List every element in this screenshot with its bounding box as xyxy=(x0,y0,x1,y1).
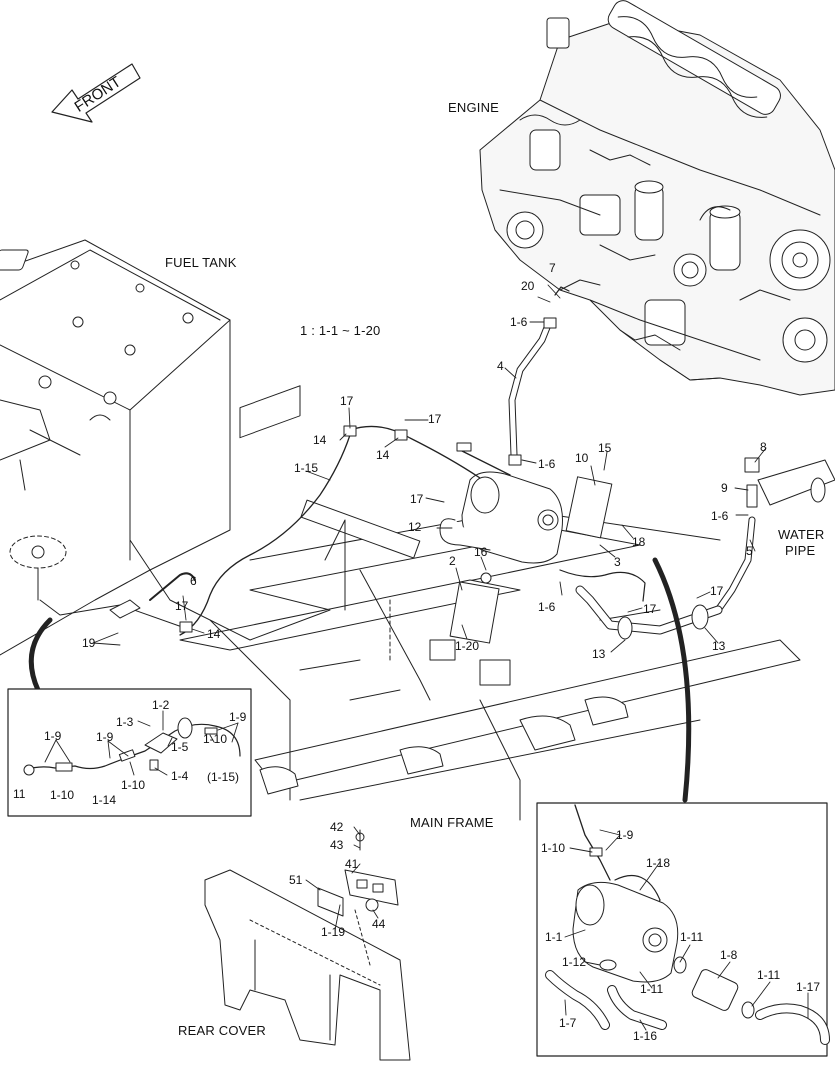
callout-3: 3 xyxy=(614,555,621,569)
callout-13: 13 xyxy=(712,639,726,653)
callout-17: 17 xyxy=(643,602,657,616)
pointer-left xyxy=(28,617,53,693)
callout-1-1: 1-1 xyxy=(545,930,563,944)
callout-1-11: 1-11 xyxy=(640,982,664,996)
callout-17: 17 xyxy=(710,584,724,598)
callout-1-10: 1-10 xyxy=(541,841,566,855)
callout-1-14: 1-14 xyxy=(92,793,117,807)
scale-note: 1 : 1-1 ~ 1-20 xyxy=(300,323,381,338)
leader-lines xyxy=(44,284,809,1031)
callout-2: 2 xyxy=(449,554,456,568)
callout-8: 8 xyxy=(760,440,767,454)
callout-1-10: 1-10 xyxy=(203,732,228,746)
callout-1-4: 1-4 xyxy=(171,769,189,783)
callout-1-20: 1-20 xyxy=(455,639,480,653)
callout-1-6: 1-6 xyxy=(711,509,729,523)
callout-17: 17 xyxy=(428,412,442,426)
water-pipe-label-1: WATER xyxy=(778,527,825,542)
callout-9: 9 xyxy=(721,481,728,495)
callout-1-11: 1-11 xyxy=(757,968,781,982)
callout-12: 12 xyxy=(408,520,422,534)
callout-1-5: 1-5 xyxy=(171,740,189,754)
callout-1-3: 1-3 xyxy=(116,715,134,729)
main-frame-label: MAIN FRAME xyxy=(410,815,494,830)
callout-19: 19 xyxy=(82,636,96,650)
wire-harness xyxy=(39,425,481,636)
callout-1-18: 1-18 xyxy=(646,856,671,870)
callout-15: 15 xyxy=(598,441,612,455)
callout-17: 17 xyxy=(340,394,354,408)
hose-4 xyxy=(508,286,570,466)
callout-44: 44 xyxy=(372,917,386,931)
callout-16: 16 xyxy=(474,545,488,559)
callout-1-6: 1-6 xyxy=(510,315,528,329)
callout-14: 14 xyxy=(207,627,221,641)
callout-14: 14 xyxy=(376,448,390,462)
callout-17: 17 xyxy=(175,599,189,613)
callout-1-9: 1-9 xyxy=(616,828,634,842)
callout-1-6: 1-6 xyxy=(538,457,556,471)
callout-1-8: 1-8 xyxy=(720,948,738,962)
callout-1-11: 1-11 xyxy=(680,930,704,944)
callout-10: 10 xyxy=(575,451,589,465)
fuel-tank-drawing xyxy=(0,239,301,656)
detail-right-parts xyxy=(545,804,830,1045)
callout-1-7: 1-7 xyxy=(559,1016,577,1030)
callout-14: 14 xyxy=(313,433,327,447)
engine-drawing xyxy=(479,0,835,396)
engine-label: ENGINE xyxy=(448,100,500,115)
front-arrow xyxy=(51,63,141,123)
callout-51: 51 xyxy=(289,873,303,887)
callout-18: 18 xyxy=(632,535,646,549)
water-pipe-label-2: PIPE xyxy=(785,543,816,558)
rear-cover-label: REAR COVER xyxy=(178,1023,266,1038)
callout-20: 20 xyxy=(521,279,535,293)
callout-1-19: 1-19 xyxy=(321,925,346,939)
rear-cover-drawing xyxy=(204,829,411,1061)
callout-42: 42 xyxy=(330,820,344,834)
callout-13: 13 xyxy=(592,647,606,661)
callout-17: 17 xyxy=(410,492,424,506)
callout-1-15: 1-15 xyxy=(294,461,319,475)
callout-11: 11 xyxy=(13,787,26,801)
callout-41: 41 xyxy=(345,857,359,871)
heater-assembly xyxy=(439,442,646,644)
callout-1-17: 1-17 xyxy=(796,980,821,994)
callout-43: 43 xyxy=(330,838,344,852)
callout-1-9: 1-9 xyxy=(44,729,62,743)
callout-1-9: 1-9 xyxy=(229,710,247,724)
callout-1-9: 1-9 xyxy=(96,730,114,744)
callout-1-6: 1-6 xyxy=(538,600,556,614)
callout-4: 4 xyxy=(497,359,504,373)
callout-5: 5 xyxy=(746,544,753,558)
fuel-tank-label: FUEL TANK xyxy=(165,255,237,270)
pointer-right xyxy=(652,557,692,803)
callout-1-2: 1-2 xyxy=(152,698,170,712)
callout-6: 6 xyxy=(190,574,197,588)
detail-left-parts xyxy=(23,717,241,776)
callout-1-16: 1-16 xyxy=(633,1029,658,1043)
callout-1-10: 1-10 xyxy=(50,788,75,802)
callout-1-15-ref: (1-15) xyxy=(207,770,240,784)
callout-1-12: 1-12 xyxy=(562,955,587,969)
callout-7: 7 xyxy=(549,261,556,275)
callout-1-10: 1-10 xyxy=(121,778,146,792)
